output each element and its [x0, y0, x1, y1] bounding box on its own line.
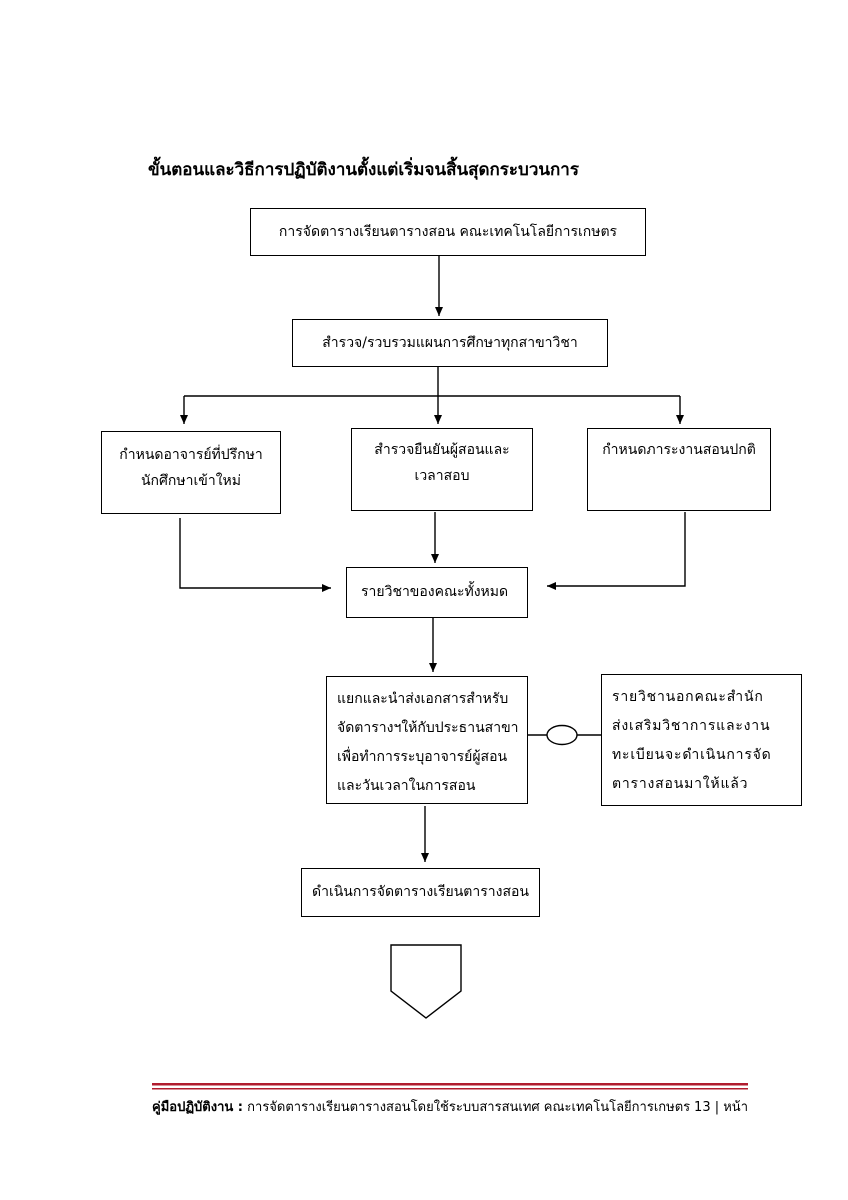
footer-text: การจัดตารางเรียนตารางสอนโดยใช้ระบบสารสนเ… [247, 1100, 691, 1115]
branch-right-line-1: กำหนดภาระงานสอนปกติ [602, 442, 756, 458]
side-note-line-4: ตารางสอนมาให้แล้ว [612, 776, 749, 792]
start-box: การจัดตารางเรียนตารางสอน คณะเทคโนโลยีการ… [250, 208, 646, 256]
footer-rule-bottom [152, 1088, 748, 1090]
connector-right-to-courses [547, 512, 686, 590]
side-note-line-2: ส่งเสริมวิชาการและงาน [612, 718, 771, 734]
all-courses-text: รายวิชาของคณะทั้งหมด [361, 584, 509, 600]
footer-page-number: 13 | หน้า [694, 1100, 748, 1115]
distribute-line-3: เพื่อทำการระบุอาจารย์ผู้สอน [337, 749, 508, 765]
distribute-line-1: แยกและนำส่งเอกสารสำหรับ [337, 691, 509, 707]
side-note-line-3: ทะเบียนจะดำเนินการจัด [612, 747, 772, 763]
branch-center-box: สำรวจยืนยันผู้สอนและ เวลาสอบ [351, 428, 533, 511]
branch-right-box: กำหนดภาระงานสอนปกติ [587, 428, 771, 511]
connector-left-to-courses [179, 518, 331, 592]
process-box: ดำเนินการจัดตารางเรียนตารางสอน [301, 868, 540, 917]
side-note-line-1: รายวิชานอกคณะสำนัก [612, 689, 764, 705]
branch-center-line-2: เวลาสอบ [414, 468, 470, 484]
footer-label: คู่มือปฏิบัติงาน : [152, 1100, 244, 1115]
distribute-line-4: และวันเวลาในการสอน [337, 778, 476, 794]
branch-left-line-1: กำหนดอาจารย์ที่ปรึกษา [119, 447, 263, 463]
branch-left-line-2: นักศึกษาเข้าใหม่ [140, 473, 241, 489]
side-note-box: รายวิชานอกคณะสำนัก ส่งเสริมวิชาการและงาน… [601, 674, 802, 806]
process-box-text: ดำเนินการจัดตารางเรียนตารางสอน [312, 884, 529, 900]
footer-rule-top [152, 1083, 748, 1086]
branch-center-line-1: สำรวจยืนยันผู้สอนและ [374, 442, 510, 458]
start-box-text: การจัดตารางเรียนตารางสอน คณะเทคโนโลยีการ… [278, 224, 618, 240]
connector-circle [546, 724, 578, 746]
page-footer: คู่มือปฏิบัติงาน : การจัดตารางเรียนตาราง… [152, 1096, 748, 1117]
branch-left-box: กำหนดอาจารย์ที่ปรึกษา นักศึกษาเข้าใหม่ [101, 431, 281, 514]
page-heading: ขั้นตอนและวิธีการปฏิบัติงานตั้งแต่เริ่มจ… [148, 160, 579, 180]
distribute-box: แยกและนำส่งเอกสารสำหรับ จัดตารางฯให้กับป… [326, 676, 528, 804]
survey-box-text: สำรวจ/รวบรวมแผนการศึกษาทุกสาขาวิชา [322, 335, 578, 351]
distribute-line-2: จัดตารางฯให้กับประธานสาขา [337, 720, 519, 736]
survey-box: สำรวจ/รวบรวมแผนการศึกษาทุกสาขาวิชา [292, 319, 608, 367]
off-page-connector [390, 944, 462, 1019]
all-courses-box: รายวิชาของคณะทั้งหมด [346, 567, 528, 618]
